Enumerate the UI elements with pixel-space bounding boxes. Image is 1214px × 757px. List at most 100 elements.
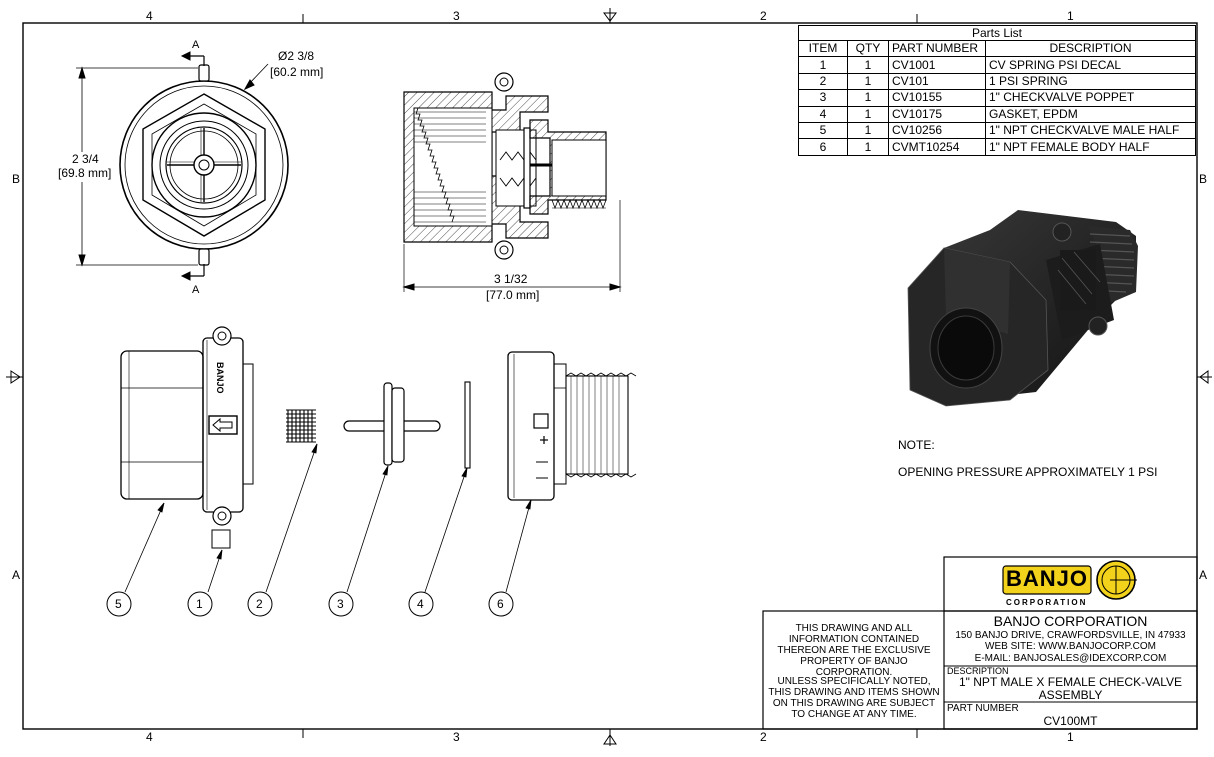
isometric-render [907, 210, 1138, 407]
cell-description: GASKET, EPDM [985, 105, 1196, 123]
cell-part-number: CV10175 [888, 105, 986, 123]
parts-list-header-row: ITEM QTY PART NUMBER DESCRIPTION [798, 39, 1196, 58]
table-row: 3 1 CV10155 1" CHECKVALVE POPPET [798, 89, 1196, 107]
parts-list-table: Parts List ITEM QTY PART NUMBER DESCRIPT… [798, 25, 1196, 156]
cell-qty: 1 [847, 105, 889, 123]
banjo-logo [1002, 560, 1137, 600]
centering-mark-top [603, 8, 617, 23]
cell-description: CV SPRING PSI DECAL [985, 56, 1196, 74]
table-row: 6 1 CVMT10254 1" NPT FEMALE BODY HALF [798, 138, 1196, 156]
part-number-value: CV100MT [1043, 714, 1098, 728]
balloon-circle-6 [488, 591, 514, 617]
balloon-leaders [124, 443, 532, 593]
cell-part-number: CV10256 [888, 121, 986, 140]
note-text: OPENING PRESSURE APPROXIMATELY 1 PSI [898, 465, 1158, 479]
cell-item: 3 [798, 89, 848, 107]
balloon-4: 4 [417, 597, 424, 611]
section-label-top: A [192, 39, 200, 51]
cell-qty: 1 [847, 56, 889, 74]
cell-description: 1 PSI SPRING [985, 72, 1196, 91]
zone-right-a: A [1199, 568, 1208, 582]
cell-part-number: CVMT10254 [888, 138, 986, 156]
zone-left-a: A [12, 568, 21, 582]
parts-list-title: Parts List [798, 25, 1196, 40]
length-dimension-mm: [77.0 mm] [486, 288, 540, 302]
part-2-spring [286, 409, 316, 443]
company-name: BANJO CORPORATION [993, 613, 1148, 629]
balloon-circle-1 [187, 591, 213, 617]
company-email: E-MAIL: BANJOSALES@IDEXCORP.COM [974, 653, 1167, 664]
table-row: 4 1 CV10175 GASKET, EPDM [798, 105, 1196, 123]
header-item: ITEM [798, 39, 848, 58]
cell-item: 5 [798, 121, 848, 140]
balloon-5: 5 [115, 597, 122, 611]
height-dimension: 2 3/4 [72, 152, 99, 166]
section-view [402, 72, 622, 292]
zone-top-4: 4 [146, 9, 153, 23]
header-part-number: PART NUMBER [888, 39, 986, 58]
section-label-bottom: A [192, 284, 200, 296]
cell-description: 1" CHECKVALVE POPPET [985, 89, 1196, 107]
zone-bottom-2: 2 [760, 730, 767, 744]
sheet-border [6, 8, 1212, 746]
balloon-6: 6 [497, 597, 504, 611]
part-1-decal [211, 529, 231, 549]
cell-item: 4 [798, 105, 848, 123]
disclaimer-ownership: THIS DRAWING AND ALL INFORMATION CONTAIN… [777, 623, 931, 678]
cell-qty: 1 [847, 89, 889, 107]
zone-bottom-1: 1 [1067, 730, 1074, 744]
end-view [76, 51, 289, 281]
centering-mark-right [1197, 370, 1212, 384]
balloon-3: 3 [337, 597, 344, 611]
balloon-2: 2 [256, 597, 263, 611]
table-row: 2 1 CV101 1 PSI SPRING [798, 72, 1196, 91]
diameter-dimension-mm: [60.2 mm] [270, 65, 324, 79]
table-row: 1 1 CV1001 CV SPRING PSI DECAL [798, 56, 1196, 74]
title-block-frame [762, 556, 1198, 730]
balloon-circle-3 [328, 591, 354, 617]
centering-mark-left [6, 370, 23, 384]
zone-right-b: B [1199, 172, 1208, 186]
company-website: WEB SITE: WWW.BANJOCORP.COM [985, 641, 1156, 652]
logo-subtext: CORPORATION [1006, 598, 1088, 607]
zone-top-1: 1 [1067, 9, 1074, 23]
cell-item: 2 [798, 72, 848, 91]
part-6-female-half [507, 351, 637, 501]
zone-bottom-4: 4 [146, 730, 153, 744]
drawing-description: 1" NPT MALE X FEMALE CHECK-VALVE ASSEMBL… [959, 675, 1182, 702]
balloon-circle-2 [247, 591, 273, 617]
part-4-gasket [464, 381, 471, 469]
diameter-dimension: Ø2 3/8 [278, 49, 315, 63]
cell-qty: 1 [847, 138, 889, 156]
balloon-circle-5 [106, 591, 132, 617]
cell-part-number: CV10155 [888, 89, 986, 107]
note-label: NOTE: [898, 438, 935, 452]
cell-description: 1" NPT FEMALE BODY HALF [985, 138, 1196, 156]
exploded-view [106, 326, 637, 617]
centering-mark-bottom [603, 729, 617, 746]
cell-qty: 1 [847, 121, 889, 140]
cell-qty: 1 [847, 72, 889, 91]
length-dimension: 3 1/32 [494, 272, 528, 286]
part-marking: BANJO [215, 362, 225, 394]
balloon-circle-4 [408, 591, 434, 617]
zone-left-b: B [12, 172, 21, 186]
header-description: DESCRIPTION [985, 39, 1196, 58]
cell-part-number: CV101 [888, 72, 986, 91]
height-dimension-mm: [69.8 mm] [58, 166, 112, 180]
logo-text: BANJO [1006, 566, 1089, 591]
part-number-label: PART NUMBER [947, 703, 1019, 714]
part-3-poppet [343, 382, 441, 466]
table-row: 5 1 CV10256 1" NPT CHECKVALVE MALE HALF [798, 121, 1196, 140]
zone-bottom-3: 3 [453, 730, 460, 744]
cell-item: 1 [798, 56, 848, 74]
zone-top-2: 2 [760, 9, 767, 23]
cell-item: 6 [798, 138, 848, 156]
balloon-1: 1 [196, 597, 203, 611]
disclaimer-change: UNLESS SPECIFICALLY NOTED, THIS DRAWING … [768, 676, 940, 720]
part-5-male-half [120, 326, 254, 526]
cell-part-number: CV1001 [888, 56, 986, 74]
cell-description: 1" NPT CHECKVALVE MALE HALF [985, 121, 1196, 140]
header-qty: QTY [847, 39, 889, 58]
